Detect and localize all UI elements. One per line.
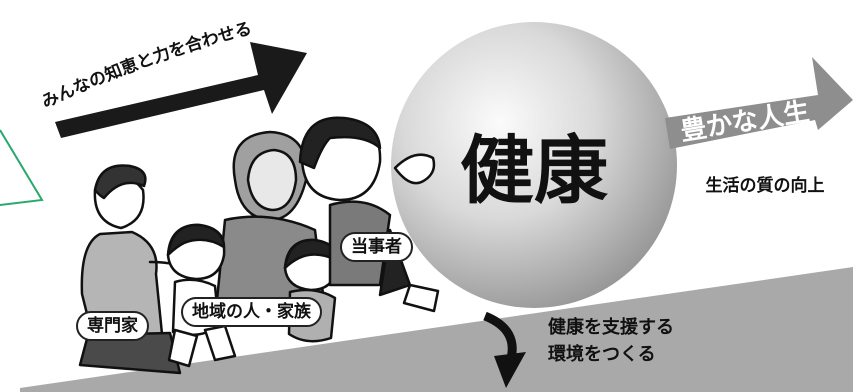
slope-caption-line1: 健康を支援する bbox=[548, 316, 674, 338]
label-self: 当事者 bbox=[340, 232, 413, 262]
goal-subtitle: 生活の質の向上 bbox=[706, 175, 825, 196]
health-ball bbox=[391, 22, 677, 308]
curved-down-arrow bbox=[483, 311, 526, 388]
slope-caption-line2: 環境をつくる bbox=[548, 343, 656, 365]
slope bbox=[20, 267, 853, 392]
label-community: 地域の人・家族 bbox=[181, 297, 322, 327]
label-expert: 専門家 bbox=[76, 311, 149, 341]
speech-bubble-fragment bbox=[0, 129, 44, 206]
ball-title: 健康 bbox=[460, 128, 608, 214]
goal-arrow bbox=[665, 57, 853, 149]
collective-effort-arrow bbox=[55, 42, 307, 138]
expert-person bbox=[78, 164, 194, 375]
goal-title: 豊かな人生 bbox=[678, 97, 811, 147]
